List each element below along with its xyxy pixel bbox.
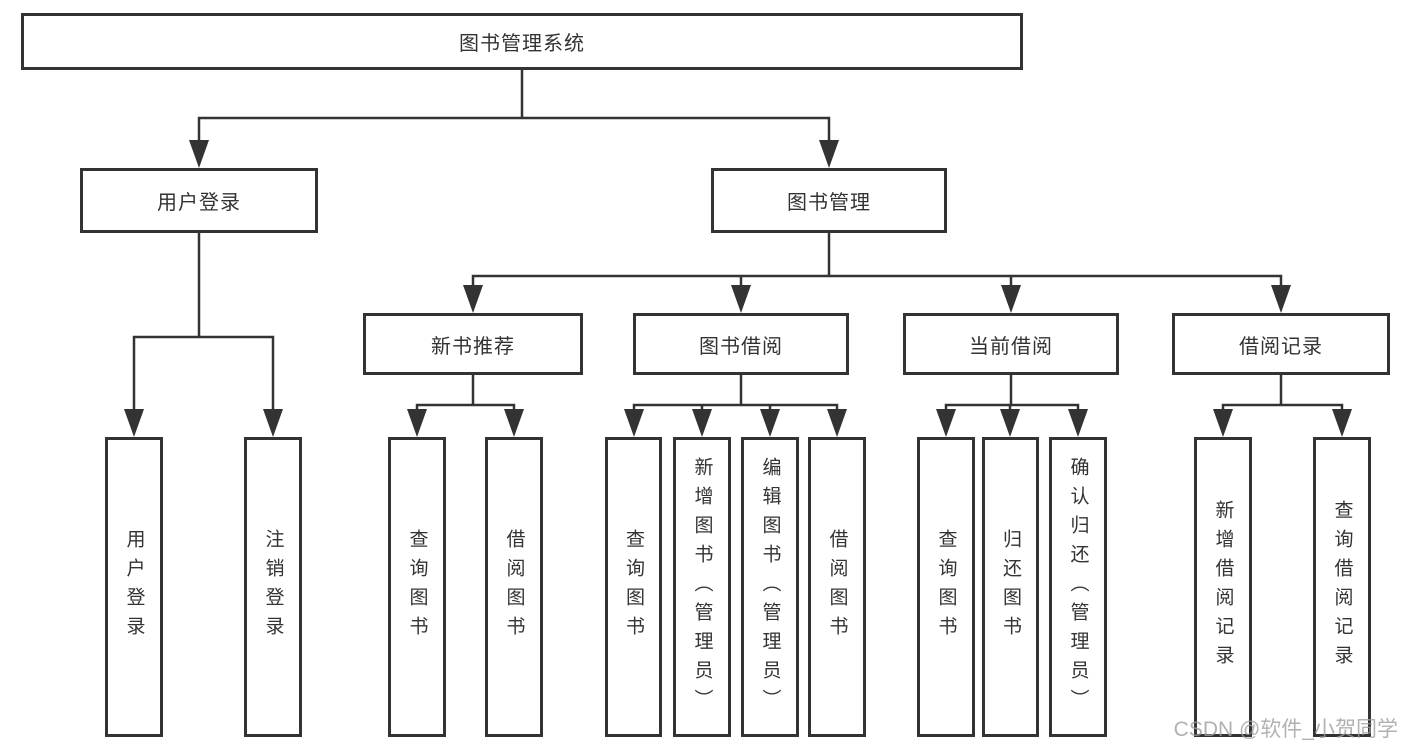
leaf-borrow-books-recommend: 借阅图书: [485, 437, 543, 737]
node-new-book-recommendation: 新书推荐: [363, 313, 583, 375]
leaf-query-borrow-record: 查询借阅记录: [1313, 437, 1371, 737]
leaf-logout: 注销登录: [244, 437, 302, 737]
leaf-query-books-recommend: 查询图书: [388, 437, 446, 737]
leaf-query-books-current: 查询图书: [917, 437, 975, 737]
leaf-add-books-admin: 新增图书（管理员）: [673, 437, 731, 737]
node-book-management-module: 图书管理: [711, 168, 947, 233]
leaf-borrow-books-borrowing: 借阅图书: [808, 437, 866, 737]
node-user-login-module: 用户登录: [80, 168, 318, 233]
node-book-borrowing: 图书借阅: [633, 313, 849, 375]
arrowhead-icons: [124, 140, 1352, 437]
leaf-return-books: 归还图书: [982, 437, 1039, 737]
csdn-watermark: CSDN @软件_小贺同学: [1173, 718, 1398, 741]
leaf-edit-books-admin: 编辑图书（管理员）: [741, 437, 799, 737]
leaf-query-books-borrowing: 查询图书: [605, 437, 662, 737]
leaf-confirm-return-admin: 确认归还（管理员）: [1049, 437, 1107, 737]
leaf-add-borrow-record: 新增借阅记录: [1194, 437, 1252, 737]
node-borrowing-records: 借阅记录: [1172, 313, 1390, 375]
node-library-management-system: 图书管理系统: [21, 13, 1023, 70]
node-current-borrowing: 当前借阅: [903, 313, 1119, 375]
leaf-user-login: 用户登录: [105, 437, 163, 737]
